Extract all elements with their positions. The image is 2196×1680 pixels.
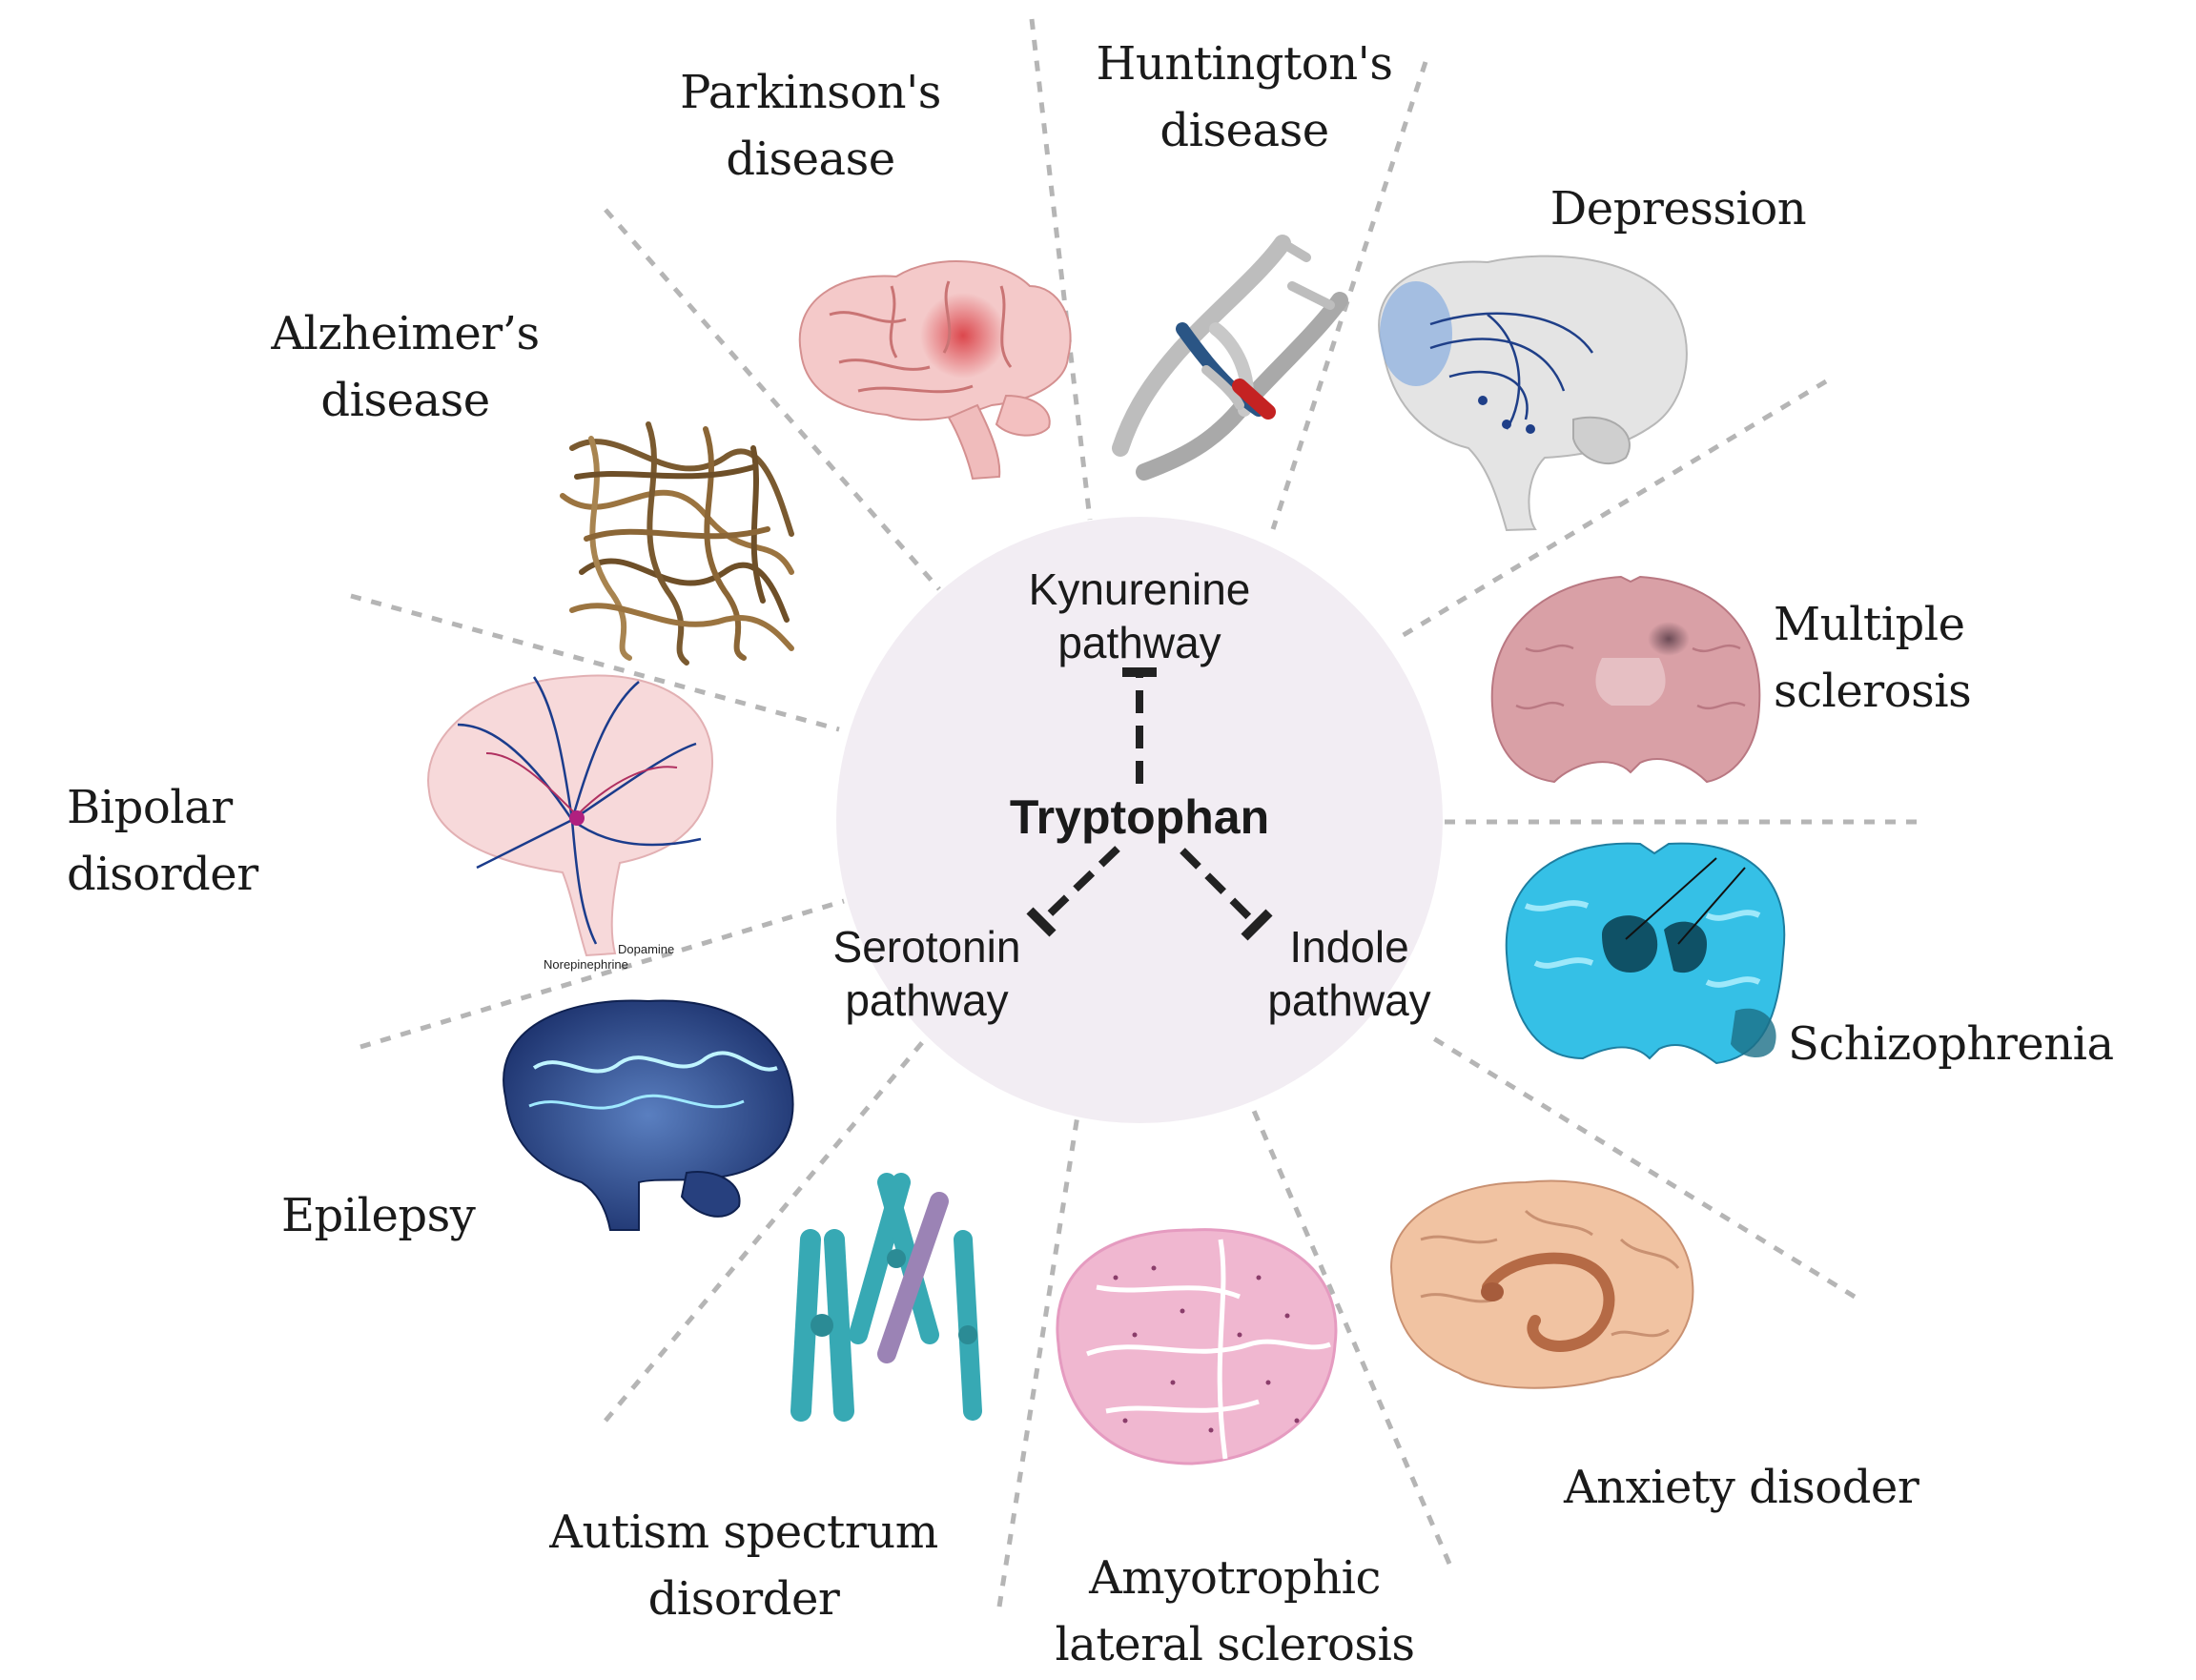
indole-t-bar (1241, 909, 1273, 941)
autism-label: Autism spectrum disorder (549, 1506, 938, 1626)
tryptophan-circle (836, 517, 1443, 1123)
multiple-sclerosis-label: Multiple sclerosis (1774, 598, 1972, 718)
indole-inhibition-arrow (1180, 848, 1260, 928)
anxiety-brain-illustration (1390, 1179, 1694, 1389)
divider-line (359, 898, 845, 1050)
dopamine-label: Dopamine (618, 942, 674, 956)
huntingtons-label: Huntington's disease (1096, 37, 1393, 157)
schizophrenia-label: Schizophrenia (1788, 1017, 2114, 1071)
depression-label: Depression (1550, 182, 1807, 236)
tryptophan-title: Tryptophan (1009, 790, 1270, 844)
autism-chromosomes-illustration (790, 1173, 982, 1422)
schizophrenia-brain-illustration (1505, 842, 1786, 1065)
divider-lines (350, 18, 1917, 1608)
alzheimers-tangle-illustration (560, 421, 794, 666)
kynurenine-pathway-label: Kynurenine pathway (1028, 564, 1251, 667)
depression-brain-illustration (1378, 255, 1688, 532)
als-muscle-illustration (1056, 1228, 1338, 1465)
als-label: Amyotrophic lateral sclerosis (1055, 1551, 1415, 1671)
anxiety-label: Anxiety disoder (1564, 1461, 1919, 1514)
inhibition-arrows (1026, 667, 1273, 941)
divider-line (604, 208, 941, 591)
serotonin-inhibition-arrow (1038, 846, 1120, 925)
serotonin-t-bar (1026, 907, 1057, 937)
alzheimers-label: Alzheimer’s disease (271, 307, 540, 427)
divider-line (350, 593, 840, 732)
huntingtons-dna-illustration (1112, 235, 1348, 481)
parkinsons-brain-illustration (798, 260, 1072, 481)
norepinephrine-label: Norepinephrine (544, 957, 628, 972)
bipolar-label: Bipolar disorder (67, 781, 258, 901)
bipolar-brain-illustration: Dopamine Norepinephrine (427, 674, 713, 972)
parkinsons-label: Parkinson's disease (680, 66, 941, 186)
serotonin-pathway-label: Serotonin pathway (832, 922, 1021, 1025)
multiple-sclerosis-brain-illustration (1490, 575, 1761, 784)
divider-line (1029, 18, 1093, 521)
epilepsy-label: Epilepsy (281, 1189, 476, 1242)
epilepsy-brain-illustration (503, 999, 794, 1231)
indole-pathway-label: Indole pathway (1267, 922, 1431, 1025)
